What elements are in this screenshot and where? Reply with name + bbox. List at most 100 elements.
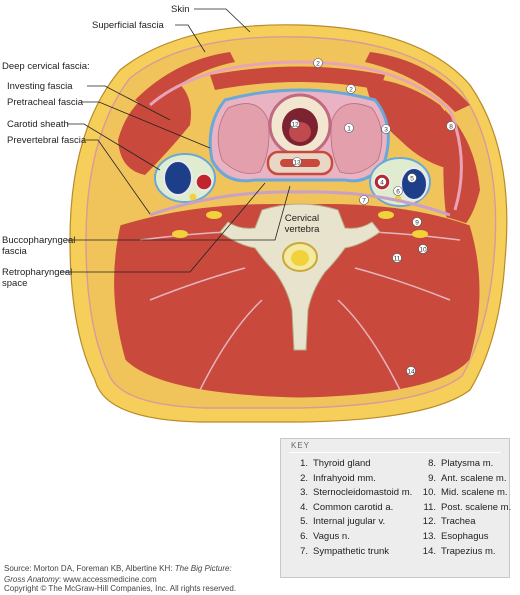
key-item-number: 11. [423,501,436,513]
svg-text:11: 11 [394,256,401,263]
svg-text:4: 4 [380,180,384,187]
key-item-number: 5. [300,516,308,528]
key-item-text: Internal jugular v. [313,516,386,528]
key-item: 10. Mid. scalene m. [419,486,511,501]
label-carotid-sheath: Carotid sheath [7,119,69,130]
internal-jugular-vein-left [163,160,193,196]
prevertebral-fascia [149,190,451,217]
key-item-text: Esophagus [441,530,489,542]
svg-text:2: 2 [349,87,353,94]
key-item-text: Vagus n. [313,530,350,542]
key-item-text: Trachea [441,516,476,528]
svg-text:2: 2 [316,61,320,68]
vertebra-label-line2: vertebra [285,224,321,235]
marker-14: 14 [406,366,416,376]
marker-8: 8 [446,121,456,131]
key-item: 11.Post. scalene m. [419,501,511,516]
cervical-vertebra [219,203,381,351]
key-item-number: 9. [428,472,436,484]
key-item-number: 2. [300,472,308,484]
svg-text:12: 12 [291,122,299,129]
marker-10: 10 [418,244,428,254]
leader-investing-fascia [87,85,171,121]
leader-superficial-fascia [175,24,206,53]
label-buccopharyngeal-line1: Buccopharyngeal [2,235,75,246]
key-item-text: Trapezius m. [441,545,496,557]
svg-text:14: 14 [407,369,415,376]
key-item-number: 10. [422,487,436,499]
label-deep-cervical-fascia: Deep cervical fascia: [2,61,90,72]
thyroid-lobe-left [217,103,270,174]
svg-text:3: 3 [384,127,388,134]
key-item-text: Common carotid a. [313,501,394,513]
key-item: 7.Sympathetic trunk [291,545,412,560]
key-item: 4. Common carotid a. [291,501,412,516]
platysma-muscle-right [365,52,470,112]
investing-fascia [149,60,463,211]
key-item: 9. Ant. scalene m. [419,472,511,487]
marker-4: 4 [377,177,387,187]
svg-text:9: 9 [415,220,419,227]
leader-buccopharyngeal-fascia [66,185,291,241]
key-item: 6. Vagus n. [291,530,412,545]
sympathetic-trunk-right [378,211,394,219]
key-item: 12. Trachea [419,515,511,530]
key-item-text: Ant. scalene m. [441,472,507,484]
key-item-number: 4. [300,501,308,513]
key-item: 5. Internal jugular v. [291,515,412,530]
key-item: 3. Sternocleidomastoid m. [291,486,412,501]
label-investing-fascia: Investing fascia [7,81,73,92]
key-item-number: 6. [300,530,308,542]
key-item: 14.Trapezius m. [419,545,511,560]
deep-fascia-line-4 [354,267,451,301]
key-divider [289,452,501,453]
svg-text:8: 8 [449,124,453,131]
marker-1: 1 [344,123,354,133]
source-prefix: Source: Morton DA, Foreman KB, Albertine… [4,564,175,573]
label-prevertebral-fascia: Prevertebral fascia [7,135,87,146]
sternocleidomastoid-left [118,80,191,175]
key-column-right: 8. Platysma m. 9. Ant. scalene m. 10. Mid. sc… [419,457,511,559]
vagus-nerve-left [189,193,197,201]
key-item-number: 12. [422,516,436,528]
marker-2: 2 [313,58,323,68]
deep-fascia-line-3 [149,267,246,301]
source-citation: Source: Morton DA, Foreman KB, Albertine… [4,563,232,585]
key-item: 2. Infrahyoid mm. [291,472,412,487]
svg-text:10: 10 [419,247,427,254]
spinal-cord [291,250,309,266]
key-item-text: Mid. scalene m. [441,487,508,499]
key-item-number: 1. [300,458,308,469]
nerve-root-right [412,230,428,238]
key-item-number: 7. [300,545,308,557]
key-item-text: Platysma m. [441,458,494,469]
key-item: 1. Thyroid gland [291,457,412,472]
marker-13: 13 [292,157,302,167]
internal-jugular-vein-right [400,167,428,201]
key-item-number: 8. [428,458,436,469]
vertebra-label-line1: Cervical [285,213,319,224]
leader-pretracheal-fascia [81,101,211,149]
thyroid-lobe-right [330,103,383,174]
key-item-text: Thyroid gland [313,458,371,469]
marker-2b: 2 [346,84,356,94]
label-skin: Skin [171,4,189,15]
marker-11: 11 [392,253,402,263]
leader-skin [194,8,251,33]
svg-text:6: 6 [396,189,400,196]
marker-12: 12 [290,119,300,129]
key-item-text: Sternocleidomastoid m. [313,487,413,499]
key-item-text: Infrahyoid mm. [313,472,376,484]
marker-5: 5 [407,173,417,183]
label-retropharyngeal-line2: space [2,278,27,289]
svg-text:13: 13 [293,160,301,167]
key-item-number: 3. [300,487,308,499]
key-item: 8. Platysma m. [419,457,511,472]
svg-text:7: 7 [362,198,366,205]
svg-text:1: 1 [347,126,351,133]
source-url: : www.accessmedicine.com [58,575,157,584]
source-book-title-2: Gross Anatomy [4,575,59,584]
infrahyoid-muscles [210,66,385,90]
leader-retropharyngeal-space [60,182,266,273]
